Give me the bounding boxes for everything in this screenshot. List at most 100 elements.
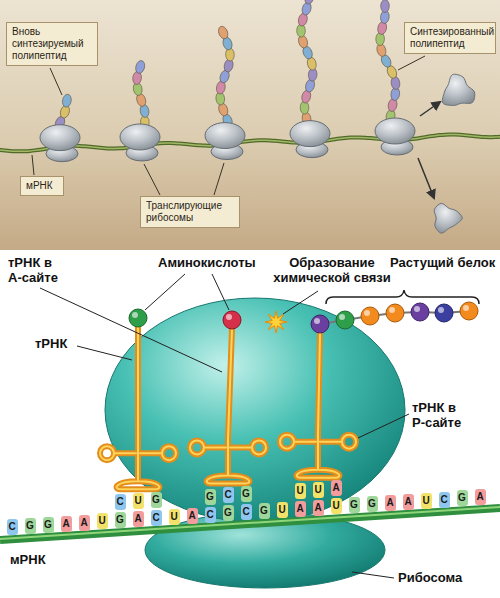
- amino-acid-ball: [411, 303, 429, 321]
- ribosome-large-subunit: [205, 123, 245, 149]
- release-arrow: [418, 158, 434, 198]
- nucleotide-letter: C: [205, 507, 216, 523]
- amino-acid-bead: [217, 25, 230, 40]
- trna-loop: [190, 440, 204, 454]
- nucleotide-letter: A: [79, 515, 90, 531]
- ball-highlight: [463, 305, 469, 311]
- part-label: Образование химической связи: [268, 255, 396, 285]
- nucleotide-letter: C: [115, 494, 126, 510]
- label-text: Вновь синтезируемый полипептид: [12, 26, 92, 62]
- part-label: Аминокислоты: [158, 255, 256, 270]
- leader-line: [352, 572, 394, 578]
- part-label: тРНК в А-сайте: [8, 255, 66, 285]
- trna-loop: [100, 446, 114, 460]
- amino-acid-bead: [61, 94, 72, 108]
- leader-line: [358, 414, 409, 438]
- ribosome-large-subunit: [375, 118, 415, 144]
- amino-acid-ball: [311, 315, 329, 333]
- ball-highlight: [339, 314, 345, 320]
- leader-line: [214, 163, 224, 195]
- nucleotide-letter: U: [331, 498, 342, 514]
- trna-acceptor-stem: [318, 333, 320, 434]
- amino-acid-ball: [336, 311, 354, 329]
- nucleotide-letter: A: [331, 480, 342, 496]
- bottom-panel-background: [0, 250, 500, 598]
- trna-loop: [162, 446, 176, 460]
- leader-line: [50, 68, 62, 95]
- trna-body: [204, 439, 252, 483]
- leader-line: [144, 164, 160, 195]
- label-text: мРНК: [26, 180, 58, 192]
- label-box: Синтезированный полипептид: [404, 22, 496, 54]
- leader-line: [77, 346, 132, 360]
- nucleotide-letter: G: [223, 505, 234, 521]
- amino-acid-bead: [304, 0, 315, 5]
- ribosome-large-subunit: [290, 121, 330, 147]
- amino-acid-bead: [381, 0, 390, 13]
- bond-spark: [265, 311, 287, 333]
- nucleotide-letter: U: [421, 493, 432, 509]
- nucleotide-letter: G: [151, 492, 162, 508]
- trna-body: [294, 434, 342, 478]
- ball-highlight: [414, 306, 420, 312]
- release-arrow: [420, 102, 440, 116]
- nucleotide-letter: A: [385, 495, 396, 511]
- label-box: Вновь синтезируемый полипептид: [6, 22, 98, 66]
- nucleotide-letter: G: [457, 490, 468, 506]
- top-panel-background: [0, 0, 500, 250]
- nucleotide-letter: C: [241, 504, 252, 520]
- trna-acceptor-stem: [318, 333, 320, 434]
- trna-body: [294, 434, 342, 478]
- trna-body: [114, 445, 162, 489]
- nucleotide-letter: G: [241, 486, 252, 502]
- ribosome-large-subunit: [120, 124, 160, 150]
- nucleotide-letter: U: [295, 483, 306, 499]
- nucleotide-letter: G: [115, 512, 126, 528]
- leader-line: [398, 56, 425, 70]
- nucleotide-letter: G: [259, 503, 270, 519]
- nucleotide-letter: G: [349, 497, 360, 513]
- trna-acceptor-stem: [135, 327, 141, 445]
- nucleotide-letter: U: [169, 509, 180, 525]
- trna-body: [114, 445, 162, 489]
- part-label: Растущий белок: [390, 255, 496, 270]
- nucleotide-letter: A: [313, 500, 324, 516]
- nucleotide-letter: U: [313, 482, 324, 498]
- nucleotide-letter: C: [151, 510, 162, 526]
- part-label: тРНК: [35, 336, 67, 351]
- label-box: Транслирующие рибосомы: [140, 196, 240, 228]
- trna-loop: [162, 446, 176, 460]
- amino-acid-bead: [134, 60, 146, 75]
- amino-acid-ball: [129, 309, 147, 327]
- nucleotide-letter: A: [295, 501, 306, 517]
- trna-loop: [342, 435, 356, 449]
- nucleotide-letter: U: [133, 493, 144, 509]
- label-text: Синтезированный полипептид: [410, 26, 490, 50]
- leader-line: [40, 288, 222, 372]
- leader-line: [283, 291, 318, 314]
- leader-line: [32, 155, 34, 175]
- ribosome-large-subunit: [105, 298, 405, 522]
- trna-body: [204, 439, 252, 483]
- nucleotide-letter: A: [133, 511, 144, 527]
- nucleotide-letter: U: [97, 513, 108, 529]
- ball-highlight: [389, 307, 395, 313]
- trna-loop: [252, 440, 266, 454]
- nucleotide-letter: G: [25, 518, 36, 534]
- trna-loop: [342, 435, 356, 449]
- nucleotide-letter: G: [205, 489, 216, 505]
- nucleotide-letter: A: [475, 489, 486, 505]
- part-label: тРНК в Р-сайте: [412, 400, 470, 430]
- trna-loop: [280, 435, 294, 449]
- nucleotide-letter: A: [187, 508, 198, 524]
- nucleotide-letter: C: [439, 492, 450, 508]
- nucleotide-letter: A: [61, 516, 72, 532]
- released-protein: [434, 203, 462, 233]
- leader-line: [212, 274, 229, 310]
- trna-acceptor-stem: [137, 327, 139, 445]
- nucleotide-letter: C: [223, 487, 234, 503]
- trna-acceptor-stem: [228, 329, 232, 439]
- ball-highlight: [364, 310, 370, 316]
